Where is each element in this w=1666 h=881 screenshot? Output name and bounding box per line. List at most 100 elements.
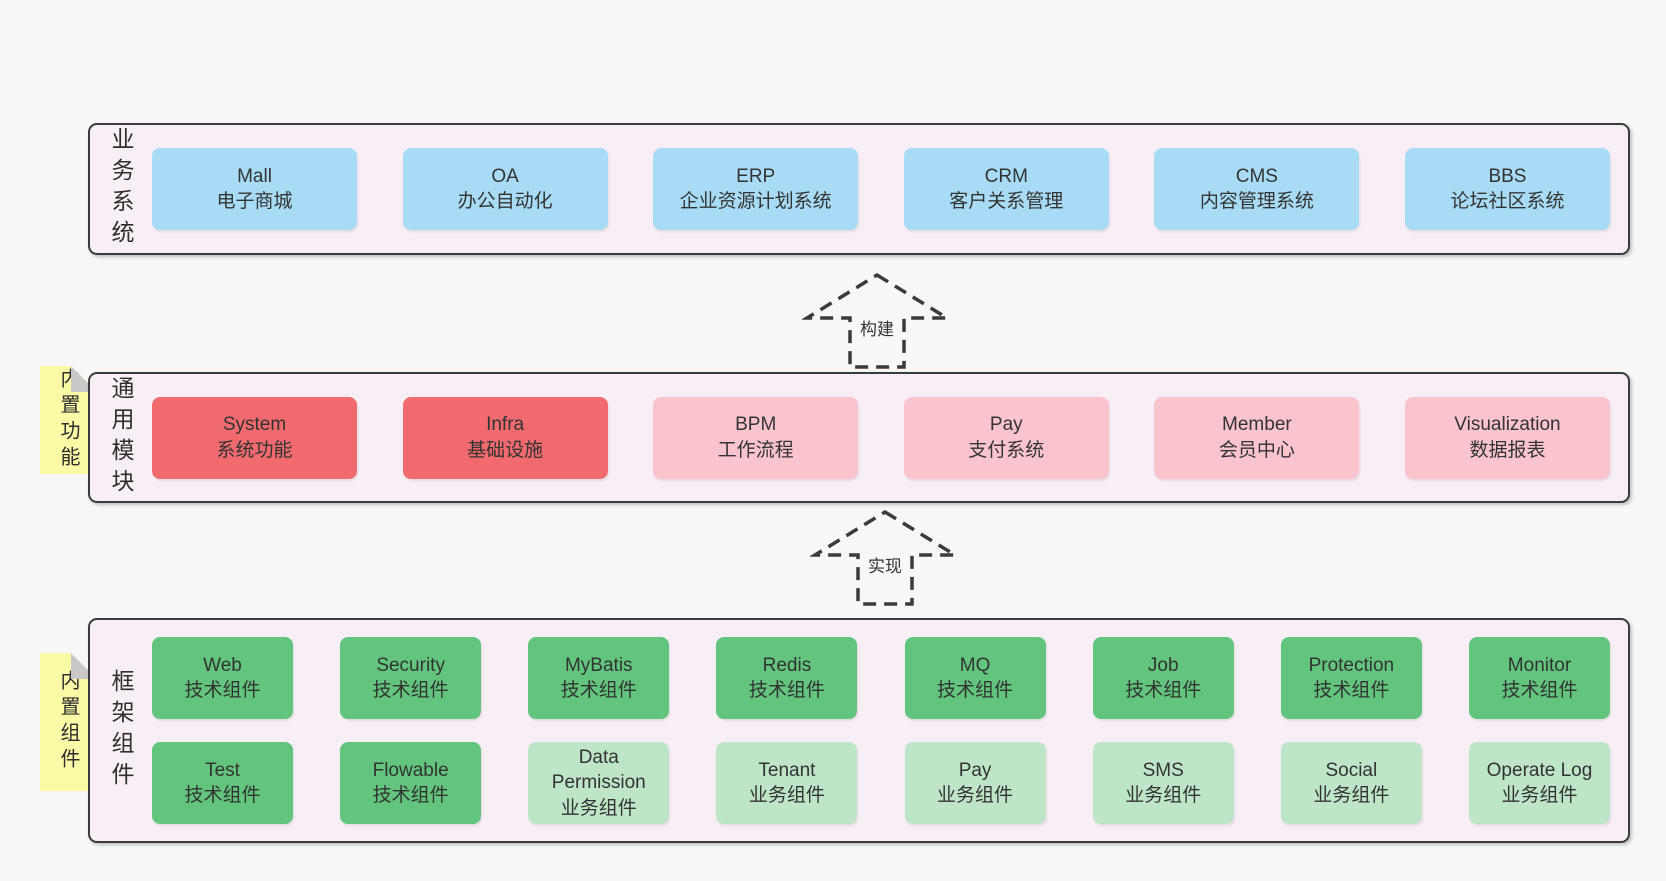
box-bbs: BBS 论坛社区系统: [1404, 148, 1610, 230]
arrow-build-label: 构建: [860, 320, 894, 339]
box-name: SMS: [1142, 759, 1184, 781]
box-desc: 工作流程: [717, 439, 794, 461]
box-name: Pay: [958, 759, 992, 781]
box-desc: 办公自动化: [457, 191, 553, 212]
box-desc: 论坛社区系统: [1450, 191, 1565, 212]
box-name: Protection: [1308, 654, 1395, 676]
note-text: 内置组件: [57, 670, 79, 774]
box-name: Flowable: [372, 759, 449, 781]
layer-business-systems: 业务系统 Mall 电子商城 OA 办公自动化 ERP 企业资源计划系统 CRM…: [88, 123, 1630, 255]
box-oa: OA 办公自动化: [402, 148, 608, 230]
arrow-implement-label: 实现: [868, 557, 902, 576]
box-visualization: Visualization 数据报表: [1404, 396, 1610, 479]
layer-business-label: 业务系统: [108, 127, 134, 251]
box-mq: MQ 技术组件: [904, 637, 1046, 719]
box-desc: 系统功能: [216, 439, 293, 461]
box-member: Member 会员中心: [1154, 396, 1360, 479]
box-desc: 客户关系管理: [949, 191, 1064, 212]
box-name: BPM: [735, 414, 777, 436]
box-mybatis: MyBatis 技术组件: [528, 637, 670, 719]
box-desc: 技术组件: [937, 680, 1014, 701]
box-name: Web: [203, 654, 242, 676]
box-desc: 业务组件: [1501, 785, 1578, 806]
box-mall: Mall 电子商城: [152, 148, 357, 230]
box-redis: Redis 技术组件: [716, 637, 858, 719]
box-name: Security: [376, 654, 445, 676]
box-name: Tenant: [758, 759, 816, 781]
box-desc: 内容管理系统: [1199, 191, 1314, 212]
box-name: Redis: [762, 654, 812, 676]
box-web: Web 技术组件: [152, 637, 293, 719]
box-system: System 系统功能: [152, 396, 357, 479]
box-name: MQ: [959, 654, 991, 676]
box-desc: 业务组件: [937, 785, 1014, 806]
box-name: Job: [1147, 654, 1179, 676]
business-boxes: Mall 电子商城 OA 办公自动化 ERP 企业资源计划系统 CRM 客户关系…: [152, 148, 1628, 230]
box-name: Test: [205, 759, 240, 781]
box-social: Social 业务组件: [1280, 742, 1422, 824]
box-erp: ERP 企业资源计划系统: [653, 148, 859, 230]
box-desc: 电子商城: [216, 191, 293, 212]
box-infra: Infra 基础设施: [402, 396, 608, 479]
box-security: Security 技术组件: [340, 637, 482, 719]
note-text: 内置功能: [57, 368, 79, 472]
box-sms: SMS 业务组件: [1092, 742, 1234, 824]
box-name: MyBatis: [564, 654, 633, 676]
arrow-implement-icon: 实现: [810, 509, 960, 606]
box-protection: Protection 技术组件: [1280, 637, 1422, 719]
box-operate-log: Operate Log 业务组件: [1468, 742, 1610, 824]
box-job: Job 技术组件: [1092, 637, 1234, 719]
component-boxes: Web 技术组件 Security 技术组件 MyBatis 技术组件 Redi…: [152, 637, 1628, 824]
box-desc: 数据报表: [1469, 439, 1546, 461]
box-pay: Pay 支付系统: [903, 396, 1109, 479]
box-flowable: Flowable 技术组件: [340, 742, 482, 824]
note-built-in-functions: 内置功能: [40, 366, 97, 474]
box-pay-component: Pay 业务组件: [904, 742, 1046, 824]
box-desc: 技术组件: [1313, 680, 1390, 701]
box-name: Operate Log: [1486, 759, 1593, 781]
arrow-build-icon: 构建: [802, 272, 952, 369]
box-desc: 业务组件: [1125, 785, 1202, 806]
box-desc: 会员中心: [1218, 439, 1295, 461]
layer-modules-label: 通用模块: [108, 375, 134, 500]
box-name: CRM: [984, 165, 1028, 187]
box-name: Data Permission: [551, 747, 646, 794]
box-name: OA: [491, 165, 519, 187]
box-name: Monitor: [1507, 654, 1572, 676]
layer-framework-components: 框架组件 Web 技术组件 Security 技术组件 MyBatis 技术组件…: [88, 618, 1630, 843]
box-desc: 企业资源计划系统: [679, 191, 832, 212]
box-name: Member: [1222, 414, 1292, 436]
box-data-permission: Data Permission 业务组件: [528, 742, 670, 824]
box-desc: 支付系统: [968, 439, 1045, 461]
box-desc: 技术组件: [184, 785, 261, 806]
box-desc: 技术组件: [372, 785, 449, 806]
box-bpm: BPM 工作流程: [653, 396, 859, 479]
box-test: Test 技术组件: [152, 742, 293, 824]
box-name: Visualization: [1454, 414, 1561, 436]
box-desc: 技术组件: [560, 680, 637, 701]
box-name: System: [222, 414, 287, 436]
box-name: Mall: [237, 165, 272, 187]
box-desc: 技术组件: [1501, 680, 1578, 701]
box-desc: 技术组件: [1125, 680, 1202, 701]
module-boxes: System 系统功能 Infra 基础设施 BPM 工作流程 Pay 支付系统…: [152, 396, 1628, 479]
box-name: Infra: [486, 414, 525, 436]
box-desc: 技术组件: [372, 680, 449, 701]
box-name: Social: [1325, 759, 1378, 781]
layer-common-modules: 通用模块 System 系统功能 Infra 基础设施 BPM 工作流程 Pay…: [88, 372, 1630, 503]
box-desc: 业务组件: [748, 785, 825, 806]
box-desc: 技术组件: [184, 680, 261, 701]
box-name: CMS: [1235, 165, 1278, 187]
box-crm: CRM 客户关系管理: [903, 148, 1109, 230]
box-name: ERP: [736, 165, 776, 187]
box-desc: 业务组件: [560, 797, 637, 819]
note-built-in-components: 内置组件: [40, 653, 97, 791]
box-desc: 技术组件: [748, 680, 825, 701]
box-cms: CMS 内容管理系统: [1154, 148, 1360, 230]
box-desc: 业务组件: [1313, 785, 1390, 806]
layer-components-label: 框架组件: [108, 668, 134, 793]
box-name: BBS: [1488, 165, 1527, 187]
box-desc: 基础设施: [467, 439, 544, 461]
box-monitor: Monitor 技术组件: [1468, 637, 1610, 719]
box-tenant: Tenant 业务组件: [716, 742, 858, 824]
